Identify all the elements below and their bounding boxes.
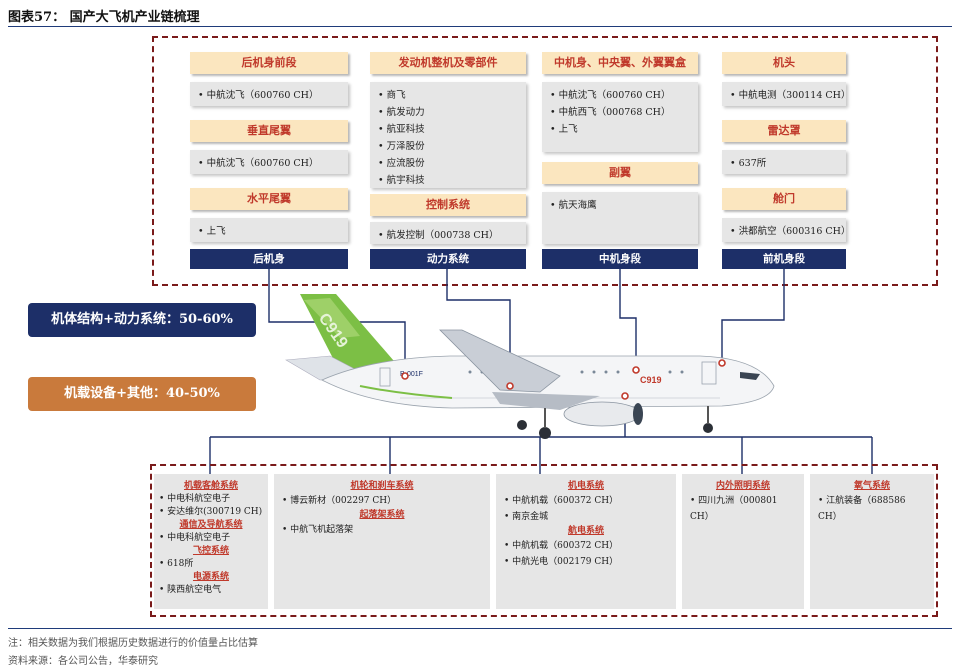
- col2-footer: 动力系统: [370, 249, 526, 269]
- list-item: • 中航沈飞（600760 CH）: [550, 90, 671, 101]
- category-label: 通信及导航系统: [179, 520, 243, 530]
- wing: [439, 329, 561, 393]
- list-item: • 航亚科技: [378, 124, 425, 135]
- list-item: • 中航西飞（000768 CH）: [550, 107, 671, 118]
- category-label: 氧气系统: [853, 481, 890, 491]
- col3-header-1: 中机身、中央翼、外翼翼盒: [542, 52, 698, 74]
- col1-header-2: 垂直尾翼: [190, 120, 348, 142]
- col4-box-3: • 洪都航空（600316 CH）: [722, 218, 851, 242]
- bottom-box-3: 机电系统 • 中航机载（600372 CH） • 南京金城 航电系统 • 中航机…: [496, 474, 676, 609]
- category-label: 航电系统: [567, 526, 604, 536]
- list-item: • 陕西航空电气: [159, 585, 222, 595]
- list-item: • 博云新材（002297 CH）: [282, 496, 397, 506]
- title-rule: [8, 26, 952, 27]
- bottom-box-1: 机载客舱系统 • 中电科航空电子 • 安达维尔(300719 CH) 通信及导航…: [154, 474, 268, 609]
- engine: [563, 401, 641, 427]
- list-item: • 中航光电（002179 CH）: [504, 557, 619, 567]
- col1-box-1: • 中航沈飞（600760 CH）: [190, 82, 348, 106]
- bottom-rule: [8, 628, 952, 629]
- col4-box-1: • 中航电测（300114 CH）: [722, 82, 851, 106]
- col1-box-3: • 上飞: [190, 218, 348, 242]
- footnote: 注：相关数据为我们根据历史数据进行的价值量占比估算: [8, 638, 258, 649]
- list-item: • 上飞: [198, 226, 226, 237]
- list-item: • 中电科航空电子: [159, 494, 231, 504]
- list-item: • 中航机载（600372 CH）: [504, 496, 619, 506]
- bottom-box-5: 氧气系统 • 江航装备（688586 CH）: [810, 474, 934, 609]
- list-item: • 637所: [730, 158, 767, 169]
- list-item: • 航发动力: [378, 107, 425, 118]
- body-logo: C919: [640, 375, 662, 385]
- col1-header-3: 水平尾翼: [190, 188, 348, 210]
- registration-mark: B-001F: [400, 371, 423, 378]
- list-item: • 618所: [159, 559, 194, 569]
- list-item: • 四川九洲（000801 CH）: [690, 496, 778, 522]
- list-item: • 中航沈飞（600760 CH）: [198, 158, 319, 169]
- structure-share-pill: 机体结构+动力系统：50-60%: [28, 303, 256, 337]
- list-item: • 应流股份: [378, 158, 425, 169]
- bottom-frame: [150, 464, 938, 617]
- list-item: • 上飞: [550, 124, 578, 135]
- list-item: • 航发控制（000738 CH）: [378, 230, 499, 241]
- top-frame: [152, 36, 938, 286]
- list-item: • 安达维尔(300719 CH): [159, 507, 263, 517]
- source-note: 资料来源：各公司公告，华泰研究: [8, 656, 158, 667]
- list-item: • 商飞: [378, 90, 406, 101]
- col3-box-2: • 航天海鹰: [542, 192, 698, 244]
- col4-header-3: 舱门: [722, 188, 846, 210]
- location-markers: [401, 359, 726, 400]
- col2-header-2: 控制系统: [370, 194, 526, 216]
- list-item: • 中航机载（600372 CH）: [504, 541, 619, 551]
- category-label: 机电系统: [567, 481, 604, 491]
- category-label: 机轮和刹车系统: [350, 481, 414, 491]
- col2-box-1: • 商飞 • 航发动力 • 航亚科技 • 万泽股份 • 应流股份 • 航宇科技: [370, 82, 526, 188]
- category-label: 内外照明系统: [715, 481, 770, 491]
- col1-box-2: • 中航沈飞（600760 CH）: [190, 150, 348, 174]
- list-item: • 中航沈飞（600760 CH）: [198, 90, 319, 101]
- list-item: • 航宇科技: [378, 175, 425, 186]
- category-label: 起落架系统: [359, 510, 405, 520]
- category-label: 飞控系统: [192, 546, 229, 556]
- list-item: • 江航装备（688586 CH）: [818, 496, 906, 522]
- equipment-share-pill: 机载设备+其他：40-50%: [28, 377, 256, 411]
- col4-header-2: 雷达罩: [722, 120, 846, 142]
- col4-header-1: 机头: [722, 52, 846, 74]
- col2-header-1: 发动机整机及零部件: [370, 52, 526, 74]
- col4-box-2: • 637所: [722, 150, 846, 174]
- list-item: • 中航飞机起落架: [282, 525, 354, 535]
- list-item: • 洪都航空（600316 CH）: [730, 226, 851, 237]
- list-item: • 航天海鹰: [550, 200, 597, 211]
- category-label: 电源系统: [192, 572, 229, 582]
- bottom-box-2: 机轮和刹车系统 • 博云新材（002297 CH） 起落架系统 • 中航飞机起落…: [274, 474, 490, 609]
- col2-box-2: • 航发控制（000738 CH）: [370, 222, 526, 244]
- category-label: 机载客舱系统: [183, 481, 238, 491]
- col4-footer: 前机身段: [722, 249, 846, 269]
- col1-header-1: 后机身前段: [190, 52, 348, 74]
- list-item: • 中航电测（300114 CH）: [730, 90, 851, 101]
- figure-title: 图表57： 国产大飞机产业链梳理: [8, 10, 200, 25]
- list-item: • 中电科航空电子: [159, 533, 231, 543]
- list-item: • 南京金城: [504, 512, 549, 522]
- col3-box-1: • 中航沈飞（600760 CH） • 中航西飞（000768 CH） • 上飞: [542, 82, 698, 152]
- col1-footer: 后机身: [190, 249, 348, 269]
- bottom-box-4: 内外照明系统 • 四川九洲（000801 CH）: [682, 474, 804, 609]
- col3-footer: 中机身段: [542, 249, 698, 269]
- col3-header-2: 副翼: [542, 162, 698, 184]
- list-item: • 万泽股份: [378, 141, 425, 152]
